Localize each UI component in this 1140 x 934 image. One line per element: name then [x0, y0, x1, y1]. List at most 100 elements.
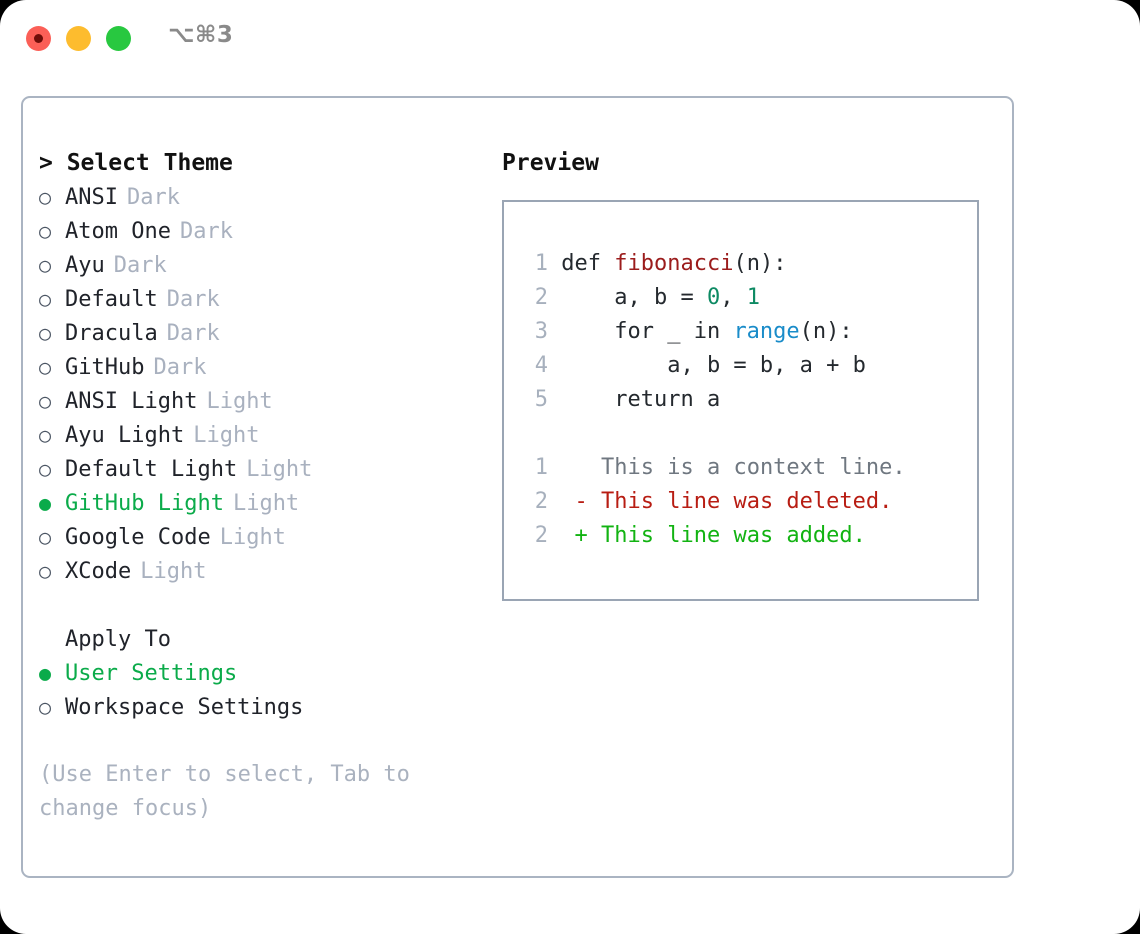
code-line: 4 a, b = b, a + b — [524, 349, 906, 383]
theme-name: Dracula — [65, 321, 158, 346]
diff-sign: - — [574, 489, 588, 514]
theme-name: Atom One — [65, 219, 171, 244]
code-token: a, b = — [561, 285, 707, 310]
title-bar: ⌥⌘3 — [0, 0, 1140, 78]
theme-name: GitHub — [65, 355, 145, 380]
theme-name: Ayu Light — [65, 423, 185, 448]
line-number: 1 — [534, 251, 548, 276]
minimize-button[interactable] — [66, 26, 91, 51]
theme-name: Ayu — [65, 253, 105, 278]
radio-selected-icon: ● — [39, 491, 52, 515]
theme-list-item[interactable]: ○ Ayu Dark — [39, 248, 479, 282]
theme-variant-badge: Light — [219, 525, 286, 550]
diff-line: 2 + This line was added. — [524, 519, 906, 553]
code-token-function: fibonacci — [614, 251, 734, 276]
diff-line: 1 This is a context line. — [524, 451, 906, 485]
theme-name: Default Light — [65, 457, 238, 482]
theme-variant-badge: Light — [232, 491, 300, 516]
theme-name: ANSI — [65, 185, 118, 210]
code-token: (n): — [799, 319, 853, 344]
list-spacer — [39, 588, 479, 622]
diff-text: This is a context line. — [601, 455, 906, 480]
apply-to-heading-label: Apply To — [65, 627, 171, 652]
select-theme-heading: > Select Theme — [39, 150, 233, 176]
window-controls — [26, 26, 131, 51]
theme-variant-badge: Dark — [113, 253, 167, 278]
diff-text: This line was deleted. — [601, 489, 893, 514]
theme-variant-badge: Dark — [126, 185, 180, 210]
theme-list-item[interactable]: ○ Default Light Light — [39, 452, 479, 486]
keyboard-shortcut-label: ⌥⌘3 — [168, 22, 234, 48]
theme-name: Default — [65, 287, 158, 312]
theme-variant-badge: Light — [140, 559, 207, 584]
apply-to-marker-placeholder: ○ — [39, 622, 65, 656]
radio-unselected-icon: ○ — [39, 457, 52, 481]
diff-sign — [575, 455, 588, 480]
radio-unselected-icon: ○ — [39, 253, 52, 277]
apply-to-option[interactable]: ● User Settings — [39, 656, 479, 690]
code-token: a, b = b, a + b — [561, 353, 866, 378]
code-token-number: 1 — [746, 285, 760, 310]
theme-list-item[interactable]: ○ Default Dark — [39, 282, 479, 316]
code-token: , — [720, 285, 747, 310]
line-number: 2 — [534, 523, 548, 548]
apply-to-option-label: User Settings — [65, 661, 238, 686]
line-number: 2 — [534, 489, 548, 514]
theme-name: ANSI Light — [65, 389, 198, 414]
theme-list-item[interactable]: ○ Ayu Light Light — [39, 418, 479, 452]
theme-list-item[interactable]: ● GitHub Light Light — [39, 486, 479, 520]
apply-to-option[interactable]: ○ Workspace Settings — [39, 690, 479, 724]
theme-list-item[interactable]: ○ ANSI Dark — [39, 180, 479, 214]
code-line: 5 return a — [524, 383, 906, 417]
theme-variant-badge: Light — [246, 457, 313, 482]
radio-unselected-icon: ○ — [39, 355, 52, 379]
line-number: 4 — [534, 353, 548, 378]
code-token-number: 0 — [706, 285, 721, 310]
apply-to-option-label: Workspace Settings — [65, 695, 304, 720]
code-token: def — [561, 251, 615, 276]
apply-to-list[interactable]: ● User Settings ○ Workspace Settings — [39, 656, 479, 724]
code-line: 2 a, b = 0, 1 — [524, 281, 906, 315]
line-number: 3 — [534, 319, 548, 344]
radio-unselected-icon: ○ — [39, 695, 52, 719]
line-number: 5 — [534, 387, 548, 412]
theme-list-item[interactable]: ○ GitHub Dark — [39, 350, 479, 384]
theme-name: GitHub Light — [65, 491, 224, 516]
close-button[interactable] — [26, 26, 51, 51]
preview-heading: Preview — [502, 150, 599, 176]
radio-unselected-icon: ○ — [39, 559, 52, 583]
theme-list-item[interactable]: ○ Google Code Light — [39, 520, 479, 554]
radio-unselected-icon: ○ — [39, 287, 52, 311]
code-line: 3 for _ in range(n): — [524, 315, 906, 349]
radio-selected-icon: ● — [39, 661, 52, 685]
line-number: 1 — [534, 455, 548, 480]
code-gap — [524, 417, 906, 451]
radio-unselected-icon: ○ — [39, 321, 52, 345]
code-token: for _ in — [561, 319, 734, 344]
theme-variant-badge: Dark — [153, 355, 207, 380]
theme-variant-badge: Light — [193, 423, 260, 448]
code-token-builtin: range — [733, 319, 800, 344]
diff-line: 2 - This line was deleted. — [524, 485, 906, 519]
maximize-button[interactable] — [106, 26, 131, 51]
radio-unselected-icon: ○ — [39, 185, 52, 209]
radio-unselected-icon: ○ — [39, 525, 52, 549]
radio-unselected-icon: ○ — [39, 219, 52, 243]
apply-to-heading: ○ Apply To — [39, 622, 479, 656]
radio-unselected-icon: ○ — [39, 423, 52, 447]
theme-variant-badge: Dark — [166, 287, 220, 312]
help-text: (Use Enter to select, Tab to change focu… — [39, 762, 424, 821]
radio-unselected-icon: ○ — [39, 389, 52, 413]
code-token: (n): — [733, 251, 787, 276]
theme-name: Google Code — [65, 525, 211, 550]
